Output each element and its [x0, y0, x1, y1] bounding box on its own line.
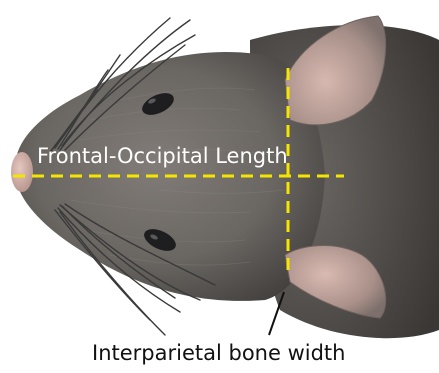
interparietal-label: Interparietal bone width [92, 341, 345, 365]
nose [11, 152, 33, 192]
frontal-occipital-label: Frontal-Occipital Length [37, 144, 288, 168]
